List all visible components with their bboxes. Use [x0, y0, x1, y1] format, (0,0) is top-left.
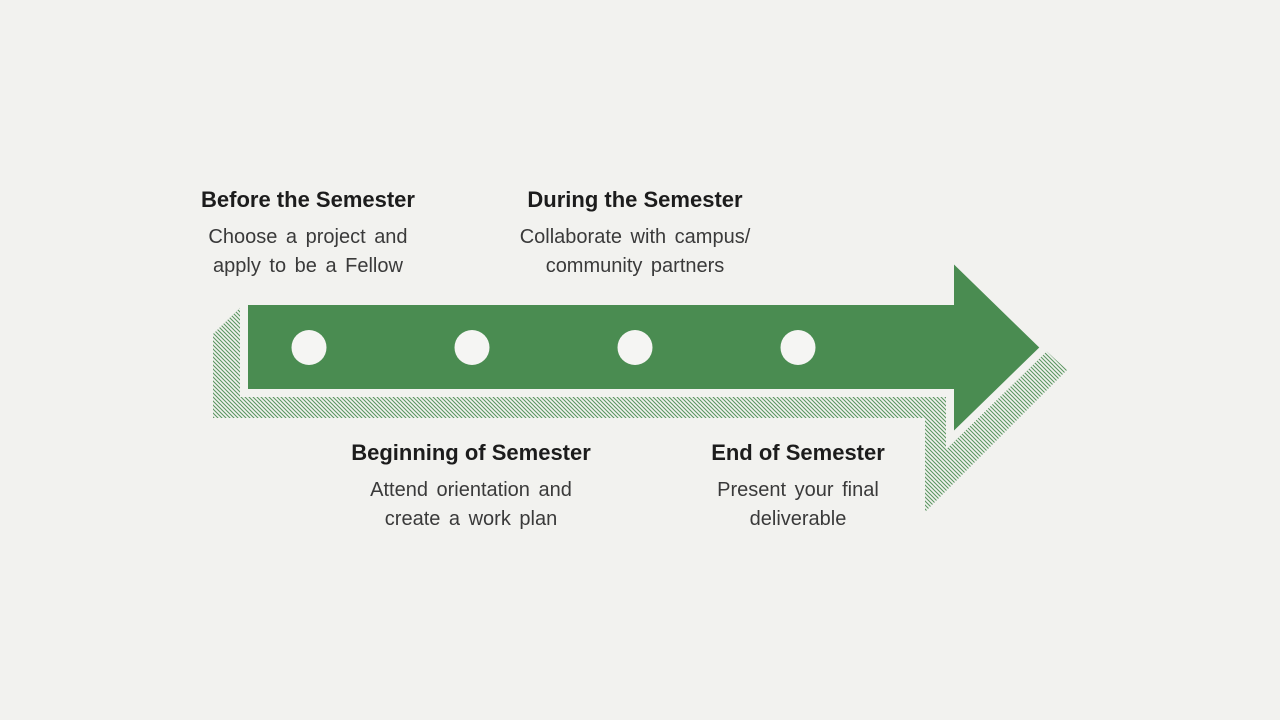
milestone-dot	[291, 330, 327, 365]
milestone-description: Attend orientation and create a work pla…	[351, 476, 591, 534]
milestone-dot	[454, 330, 490, 365]
milestone-title: Beginning of Semester	[351, 440, 591, 465]
milestone-before-semester: Before the Semester Choose a project and…	[201, 186, 415, 281]
description-line: Attend orientation and	[370, 479, 572, 501]
milestone-description: Choose a project and apply to be a Fello…	[201, 223, 415, 281]
description-line: Collaborate with campus/	[519, 226, 751, 248]
milestone-beginning-of-semester: Beginning of Semester Attend orientation…	[351, 439, 591, 534]
milestone-title: During the Semester	[527, 187, 743, 212]
description-line: deliverable	[749, 508, 847, 530]
milestone-during-semester: During the Semester Collaborate with cam…	[520, 186, 751, 281]
description-line: Present your final	[717, 479, 879, 501]
milestone-description: Collaborate with campus/ community partn…	[520, 223, 751, 281]
milestone-title: Before the Semester	[201, 187, 415, 212]
description-line: create a work plan	[384, 508, 558, 530]
milestone-title: End of Semester	[711, 440, 885, 465]
milestone-dot	[780, 330, 816, 365]
milestone-dot	[617, 330, 653, 365]
description-line: apply to be a Fellow	[213, 255, 403, 277]
milestone-description: Present your final deliverable	[711, 476, 885, 534]
description-line: community partners	[545, 255, 725, 277]
milestone-end-of-semester: End of Semester Present your final deliv…	[711, 439, 885, 534]
description-line: Choose a project and	[208, 226, 408, 248]
